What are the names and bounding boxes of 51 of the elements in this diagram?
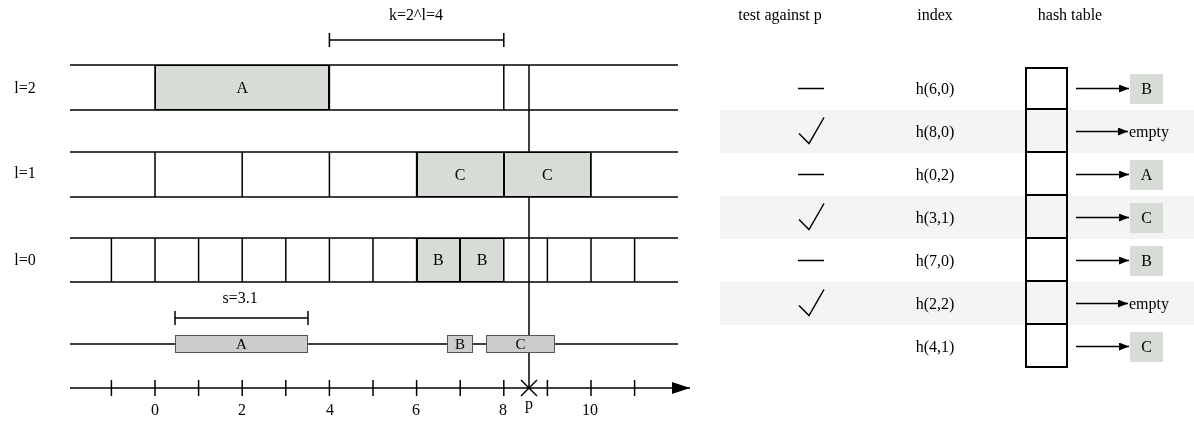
entry-box: C [1130, 331, 1163, 362]
level-label: l=2 [14, 79, 36, 97]
arrow [1075, 342, 1130, 351]
arrow [1075, 84, 1130, 93]
point-label: p [525, 395, 533, 413]
arrow [1075, 127, 1129, 136]
arrow [1075, 256, 1130, 265]
entry-text: empty [1129, 290, 1191, 317]
hash-index: h(6,0) [915, 79, 955, 98]
dimension-label: s=3.1 [222, 289, 258, 307]
entry-box: B [1130, 245, 1163, 276]
column-header: hash table [1037, 6, 1103, 24]
dimension-label: k=2^l=4 [389, 6, 443, 24]
interval-bar: A [175, 335, 308, 353]
hash-slot [1025, 325, 1068, 368]
column-header: index [917, 6, 953, 24]
hash-index: h(4,1) [915, 337, 955, 356]
tick-label: 8 [499, 401, 507, 419]
filled-cell: A [155, 65, 330, 110]
level-label: l=1 [14, 164, 36, 182]
interval-bar: B [447, 335, 473, 353]
column-header: test against p [738, 6, 822, 24]
hash-slot [1025, 239, 1068, 282]
tick-label: 6 [412, 401, 420, 419]
hash-slot [1025, 196, 1068, 239]
tick-label: 0 [151, 401, 159, 419]
entry-text: empty [1129, 118, 1191, 145]
entry-box: B [1130, 73, 1163, 104]
filled-cell: B [416, 238, 461, 282]
hash-index: h(2,2) [915, 294, 955, 313]
filled-cell: C [416, 152, 504, 197]
tick-label: 2 [238, 401, 246, 419]
hash-index: h(7,0) [915, 251, 955, 270]
hash-index: h(8,0) [915, 122, 955, 141]
hash-slot [1025, 67, 1068, 110]
hash-slot [1025, 282, 1068, 325]
tick-label: 10 [582, 401, 598, 419]
level-label: l=0 [14, 251, 36, 269]
entry-box: A [1130, 159, 1163, 190]
arrow [1075, 299, 1129, 308]
hash-slot [1025, 110, 1068, 153]
entry-box: C [1130, 202, 1163, 233]
interval-bar: C [486, 335, 555, 353]
filled-cell: B [460, 238, 504, 282]
tick-label: 4 [326, 401, 334, 419]
arrow [1075, 170, 1130, 179]
hash-index: h(0,2) [915, 165, 955, 184]
filled-cell: C [503, 152, 591, 197]
hash-index: h(3,1) [915, 208, 955, 227]
hash-slot [1025, 153, 1068, 196]
arrow [1075, 213, 1130, 222]
